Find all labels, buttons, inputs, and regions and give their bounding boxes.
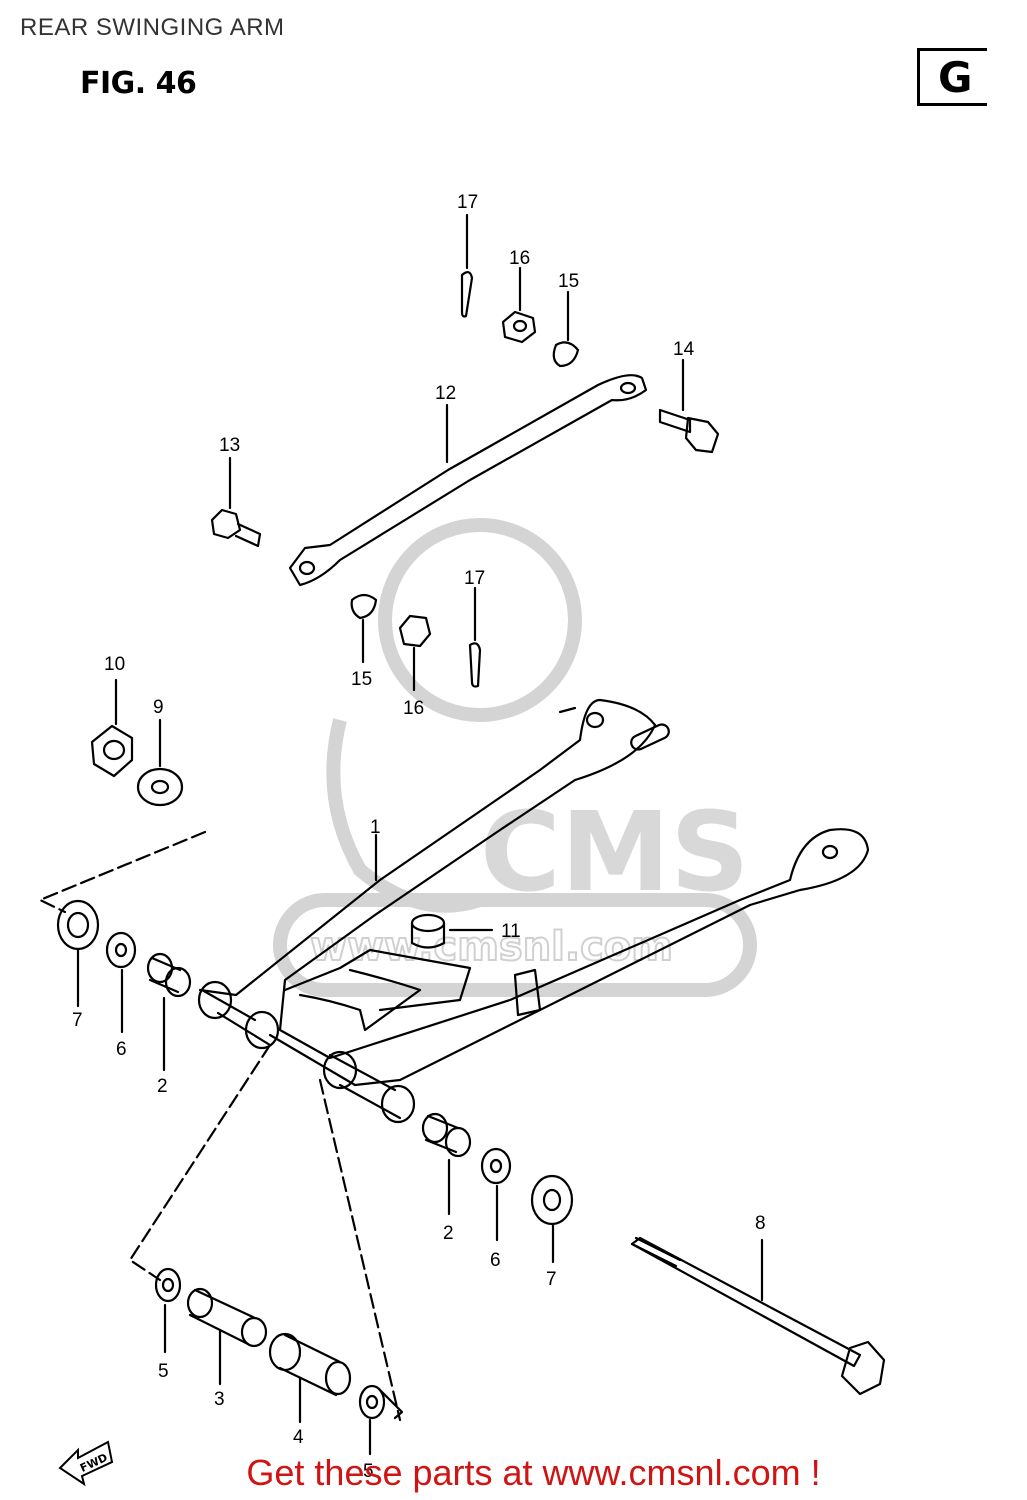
- torque-rod: [288, 374, 648, 587]
- spacer-3: [186, 1287, 268, 1386]
- pivot-tube-left: [197, 980, 280, 1050]
- figure-label: FIG. 46: [80, 66, 197, 101]
- callout-6-right: 6: [490, 1250, 501, 1271]
- callout-labels: 17 16 15 14 12 13 17 15 16 10 9 1 11 7 6…: [72, 192, 766, 1482]
- pivot-tube-right: [322, 1050, 416, 1124]
- bolt-13: [210, 456, 262, 548]
- dust-seal-left: [56, 899, 100, 1008]
- watermark-mascot-head: [378, 518, 582, 722]
- group-letter: G: [938, 53, 973, 102]
- callout-12: 12: [435, 383, 456, 404]
- callout-15-upper: 15: [558, 271, 579, 292]
- bushing-4: [268, 1332, 352, 1424]
- watermark: [273, 518, 757, 997]
- bolt-14: [658, 358, 720, 454]
- callout-2-left: 2: [157, 1076, 168, 1097]
- footer-promo-link[interactable]: Get these parts at www.cmsnl.com !: [246, 1452, 821, 1493]
- page-title: REAR SWINGING ARM: [20, 14, 285, 41]
- callout-14: 14: [673, 339, 695, 360]
- cotter-pin-upper: [460, 213, 474, 318]
- callout-9: 9: [153, 697, 164, 718]
- callout-7-left: 7: [72, 1010, 83, 1031]
- callout-3: 3: [214, 1389, 225, 1410]
- callout-8: 8: [755, 1213, 766, 1234]
- callout-1: 1: [370, 817, 381, 838]
- bearing-2-left: [146, 952, 192, 1072]
- pivot-bolt: [630, 1236, 886, 1396]
- callout-17-lower: 17: [464, 568, 485, 589]
- nut-10: [90, 678, 134, 778]
- callout-16-lower: 16: [403, 698, 424, 719]
- callout-4: 4: [293, 1427, 304, 1448]
- rubber-stopper: [410, 913, 494, 949]
- callout-15-lower: 15: [351, 669, 372, 690]
- watermark-mascot-body: [326, 718, 483, 913]
- cotter-pin-lower: [468, 586, 482, 688]
- callout-7-right: 7: [546, 1269, 557, 1290]
- washer-6-left: [105, 931, 137, 1034]
- nut-lower: [398, 614, 432, 692]
- callout-13: 13: [219, 435, 240, 456]
- callout-5-left: 5: [158, 1361, 169, 1382]
- watermark-brand: CMS: [480, 788, 749, 916]
- lock-washer-upper: [552, 290, 580, 368]
- washer-6-right: [480, 1147, 512, 1242]
- nut-upper: [501, 266, 537, 344]
- seal-5-right: [358, 1384, 404, 1456]
- lock-washer-lower: [350, 593, 378, 664]
- washer-9: [136, 718, 184, 807]
- callout-17-upper: 17: [457, 192, 478, 213]
- callout-16-upper: 16: [509, 248, 530, 269]
- dust-seal-right: [530, 1174, 574, 1264]
- callout-5-right: 5: [363, 1461, 374, 1482]
- group-badge: G: [917, 48, 987, 106]
- watermark-banner: [273, 893, 757, 997]
- callout-10: 10: [104, 654, 125, 675]
- bearing-2-right: [421, 1112, 472, 1216]
- watermark-url: www.cmsnl.com: [310, 924, 673, 970]
- callout-6-left: 6: [116, 1039, 127, 1060]
- callout-2-right: 2: [443, 1223, 454, 1244]
- seal-5-left: [154, 1267, 182, 1354]
- swing-arm: [198, 698, 870, 1087]
- callout-11: 11: [501, 921, 521, 942]
